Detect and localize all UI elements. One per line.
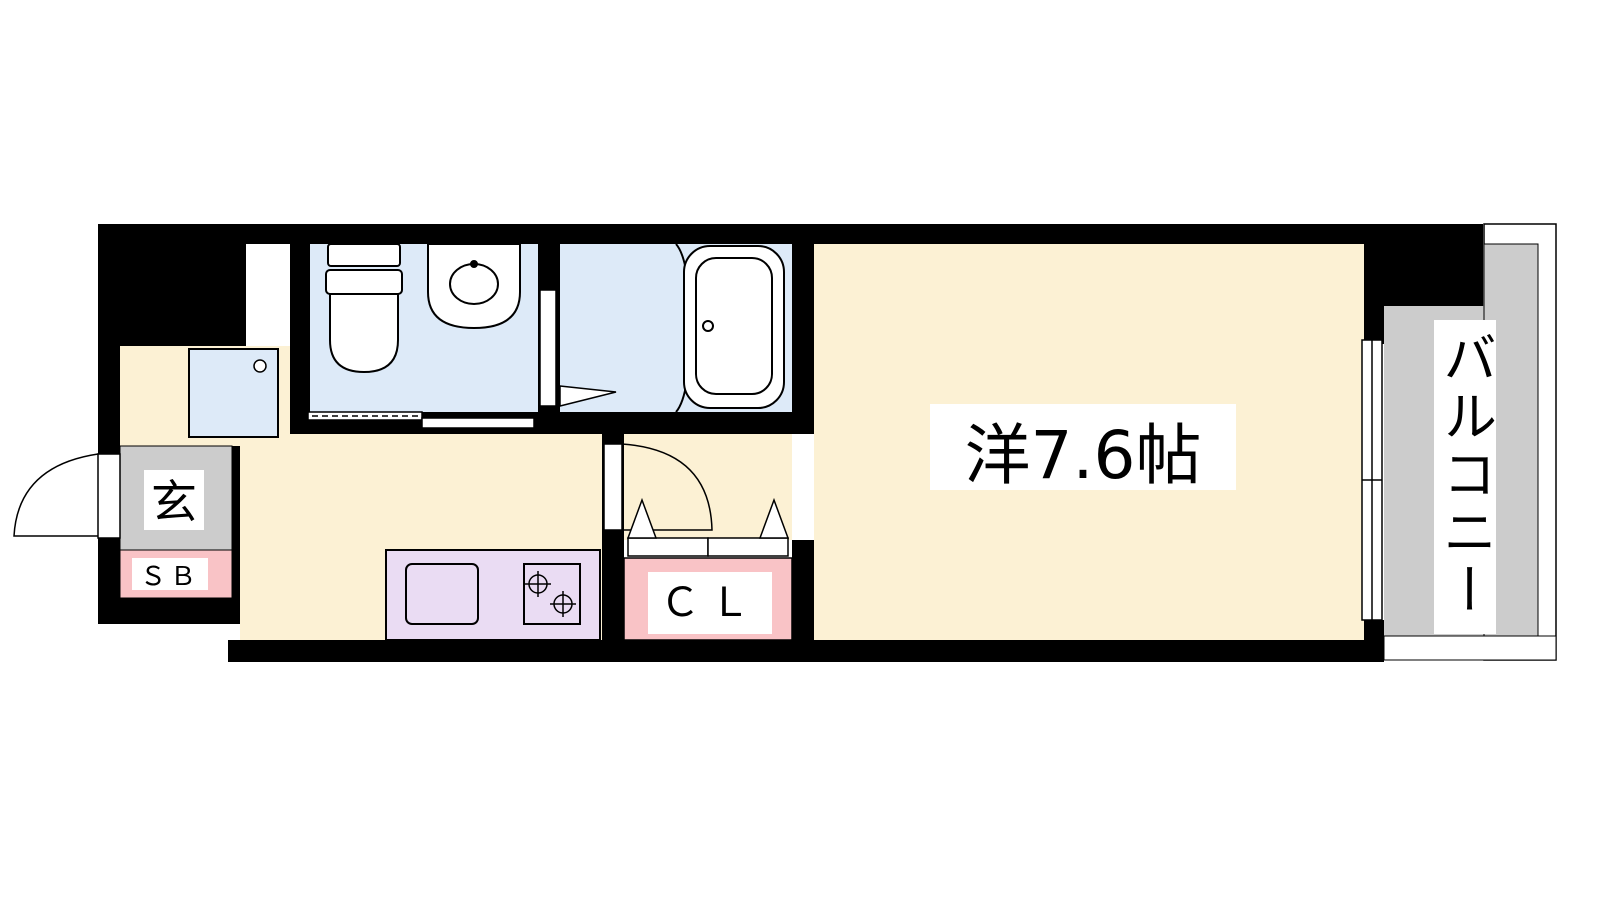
wall-left-lower <box>98 598 248 624</box>
closet-door-right <box>758 497 790 539</box>
wall-left-block <box>98 224 246 346</box>
shoe-box-label: ＳＢ <box>140 562 200 592</box>
closet-front-floor <box>624 434 792 540</box>
burner-icon <box>525 571 576 617</box>
sink-icon <box>427 243 521 330</box>
bath-door <box>539 289 617 407</box>
entrance-label-bg <box>144 470 204 530</box>
toilet-icon <box>325 243 403 374</box>
western-room-label-bg <box>930 404 1236 490</box>
wall-bottom <box>228 640 1383 662</box>
closet: ＣＬ <box>623 497 793 641</box>
exterior-walls <box>98 224 1483 662</box>
stove-icon <box>523 563 581 625</box>
western-room-size: 7.6 <box>1031 417 1136 494</box>
western-room-unit: 帖 <box>1135 417 1201 494</box>
balcony: バルコニー <box>1383 223 1557 661</box>
entrance-label: 玄 <box>151 475 197 529</box>
kitchen-counter <box>385 549 601 641</box>
wall-wet-left <box>290 224 310 450</box>
room-door <box>603 443 713 531</box>
toilet-sliding-door <box>307 411 535 429</box>
kitchen-sink-icon <box>405 563 479 625</box>
wall-right-col <box>1364 224 1384 344</box>
closet-door-left <box>626 497 658 539</box>
wall-top <box>98 224 1483 244</box>
balcony-label-bg <box>1434 320 1496 634</box>
svg-text:洋7.6帖: 洋7.6帖 <box>965 417 1202 494</box>
balcony-window <box>1361 339 1383 621</box>
shoe-box-label-bg <box>132 558 208 590</box>
western-room-name: 洋 <box>965 417 1031 494</box>
wall-entrance-right <box>232 446 240 606</box>
wall-wet-right <box>792 224 814 434</box>
bathtub-icon <box>675 243 785 413</box>
closet-label-bg <box>648 572 772 634</box>
wall-closet-right <box>792 540 814 650</box>
white-shaft <box>246 244 286 322</box>
wall-right-lower <box>1364 620 1384 662</box>
western-room-label: 洋7.6帖 <box>930 404 1236 494</box>
balcony-label: バルコニー <box>1434 330 1497 620</box>
closet-label: ＣＬ <box>660 580 760 626</box>
entry-door <box>13 453 121 539</box>
washer-drain-icon <box>253 359 267 373</box>
